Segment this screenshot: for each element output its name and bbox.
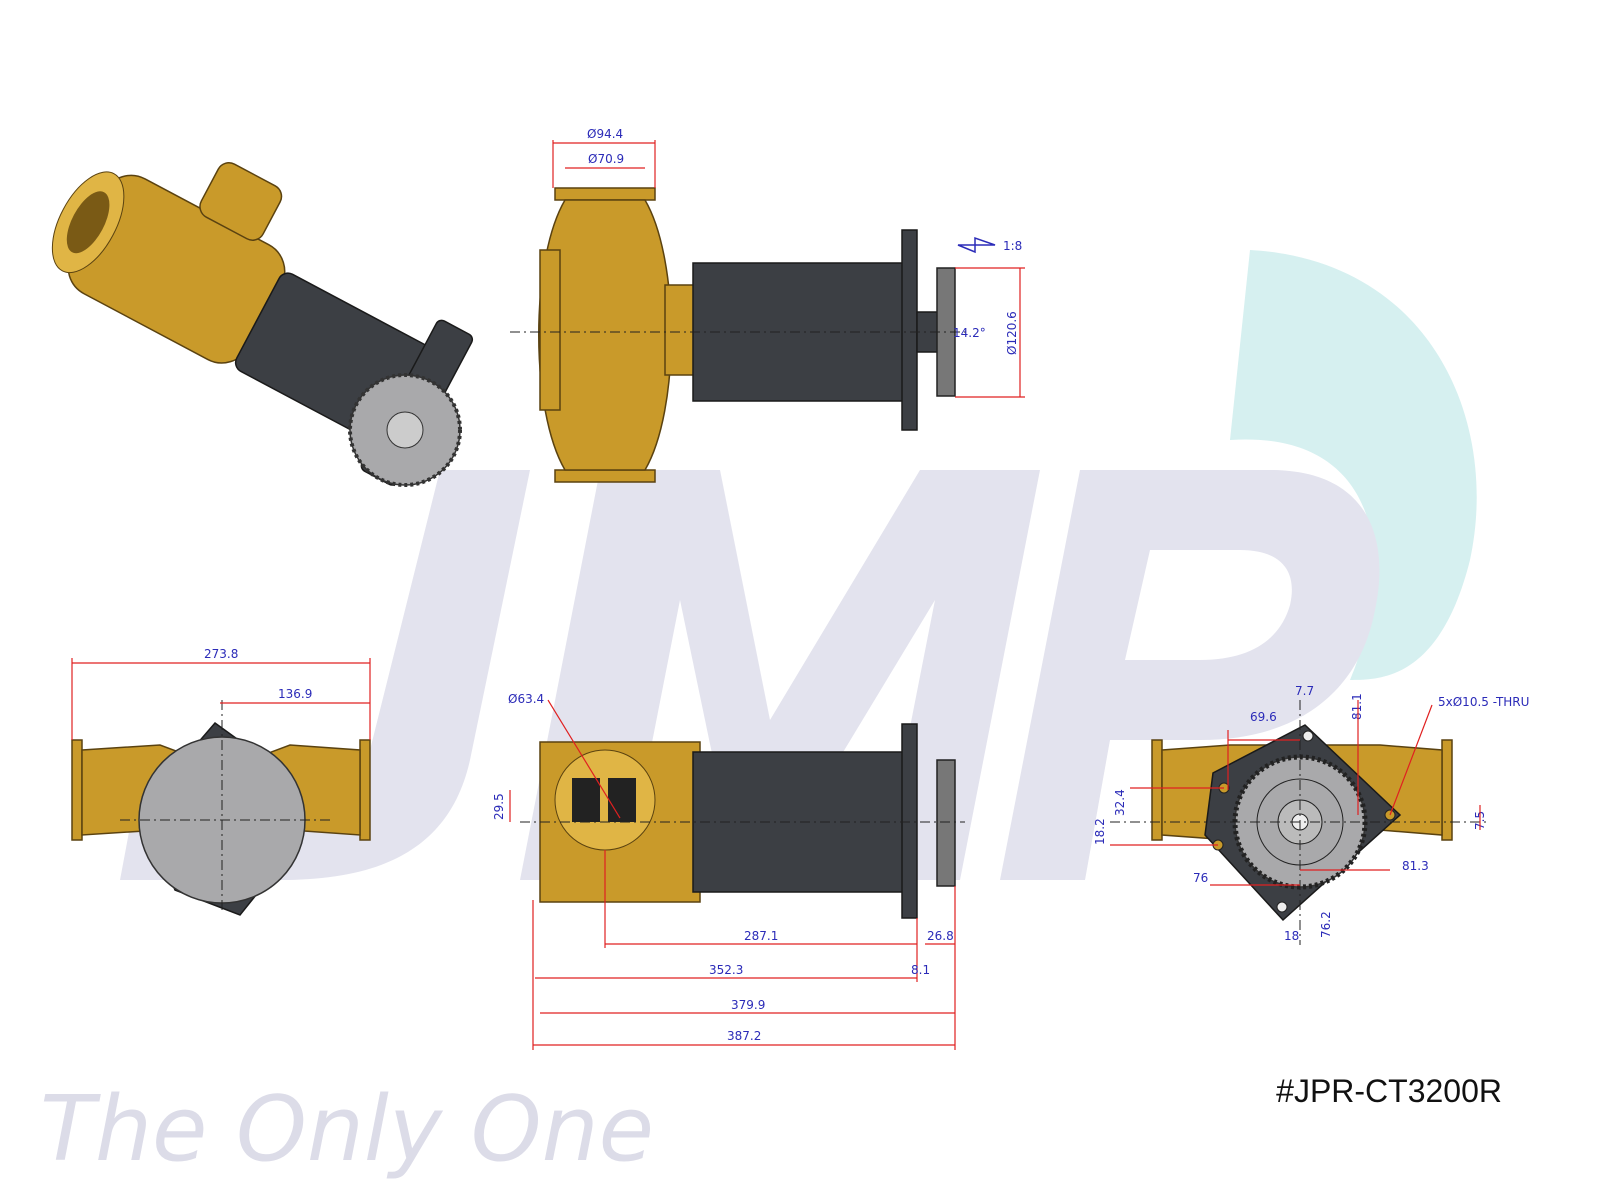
swoosh-shape bbox=[1230, 250, 1477, 680]
dim-18-2: 18.2 bbox=[1093, 818, 1107, 845]
dim-18: 18 bbox=[1284, 929, 1299, 943]
taper-symbol-icon bbox=[957, 236, 996, 254]
iso-gear-teeth bbox=[348, 373, 462, 487]
dim-taper: 1:8 bbox=[1003, 239, 1022, 253]
top-flange-upper bbox=[554, 187, 656, 201]
dim-26-8: 26.8 bbox=[927, 929, 954, 943]
dim-81-3: 81.3 bbox=[1402, 859, 1429, 873]
bolt-hole bbox=[1276, 901, 1288, 913]
dim-32-4: 32.4 bbox=[1113, 789, 1127, 816]
dim-port-diameter: Ø63.4 bbox=[508, 692, 544, 706]
dim-half-width: 136.9 bbox=[278, 687, 312, 701]
left-flange-a bbox=[71, 739, 83, 841]
dim-81-1: 81.1 bbox=[1350, 693, 1364, 720]
right-flange-a bbox=[1151, 739, 1163, 841]
dim-8-1: 8.1 bbox=[911, 963, 930, 977]
leader-line bbox=[1389, 704, 1433, 816]
side-impeller-a bbox=[572, 778, 600, 822]
dim-69-6: 69.6 bbox=[1250, 710, 1277, 724]
iso-gear-hub bbox=[386, 411, 424, 449]
dim-flange-outer: Ø94.4 bbox=[587, 127, 623, 141]
dim-port-offset: 29.5 bbox=[492, 793, 506, 820]
dim-angle: 14.2° bbox=[953, 326, 986, 340]
top-neck bbox=[664, 284, 696, 376]
iso-outlet-neck bbox=[199, 162, 283, 241]
side-mount-flange bbox=[901, 723, 918, 919]
left-flange-b bbox=[359, 739, 371, 841]
top-view: Ø94.4 Ø70.9 Ø120.6 1:8 14.2° bbox=[510, 127, 1025, 483]
dim-379-9: 379.9 bbox=[731, 998, 765, 1012]
dim-387-2: 387.2 bbox=[727, 1029, 761, 1043]
dim-352-3: 352.3 bbox=[709, 963, 743, 977]
watermark-letter-p bbox=[1000, 470, 1380, 880]
right-end-view: 5xØ10.5 -THRU 7.7 69.6 81.1 32.4 18.2 7.… bbox=[1093, 684, 1529, 945]
dim-holes: 5xØ10.5 -THRU bbox=[1438, 695, 1529, 709]
side-view: Ø63.4 29.5 287.1 26.8 352.3 8.1 379.9 38… bbox=[492, 692, 965, 1050]
side-gear bbox=[936, 759, 956, 887]
side-impeller-b bbox=[608, 778, 636, 822]
isometric-view bbox=[51, 162, 474, 487]
top-mount-flange bbox=[901, 229, 918, 431]
dim-flange-inner: Ø70.9 bbox=[588, 152, 624, 166]
dim-7-7: 7.7 bbox=[1295, 684, 1314, 698]
iso-port-bore bbox=[66, 191, 110, 254]
dim-76-2: 76.2 bbox=[1319, 911, 1333, 938]
top-cover bbox=[539, 249, 561, 411]
top-flange-lower bbox=[554, 469, 656, 483]
jmp-watermark-logo bbox=[120, 250, 1477, 880]
side-port bbox=[554, 749, 656, 851]
dim-76: 76 bbox=[1193, 871, 1208, 885]
left-end-view: 273.8 136.9 bbox=[71, 647, 371, 916]
bolt-hole bbox=[1302, 730, 1314, 742]
watermark-letter-j bbox=[120, 470, 530, 880]
dim-287-1: 287.1 bbox=[744, 929, 778, 943]
dim-overall-width: 273.8 bbox=[204, 647, 238, 661]
part-number: #JPR-CT3200R bbox=[1276, 1073, 1502, 1109]
leader-line bbox=[547, 699, 621, 819]
dim-gear-diameter: Ø120.6 bbox=[1005, 311, 1019, 355]
watermark-text: The Only One bbox=[40, 1077, 654, 1182]
right-flange-b bbox=[1441, 739, 1453, 841]
